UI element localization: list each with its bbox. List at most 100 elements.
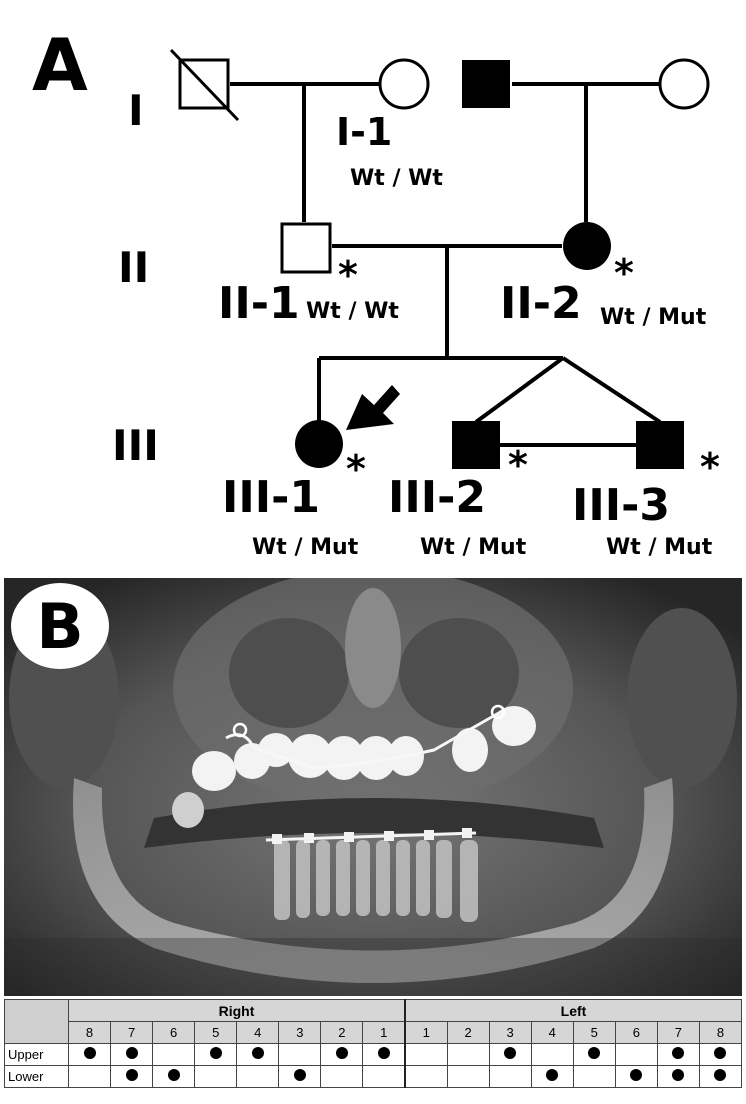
tooth-cell-right <box>236 1065 280 1088</box>
I-1-genotype: Wt / Wt <box>350 166 443 191</box>
panel-b-letter: B <box>11 583 109 669</box>
tooth-present-dot <box>167 1069 180 1081</box>
II-2-label: II-2 <box>500 278 582 329</box>
tooth-present-dot <box>209 1047 222 1059</box>
xray-image <box>4 578 742 996</box>
row-label: Upper <box>4 1043 69 1066</box>
tooth-present-dot <box>630 1069 643 1081</box>
tooth-number-left: 2 <box>446 1021 490 1044</box>
tooth-cell-left <box>530 1043 574 1066</box>
right-side-header: Right <box>68 999 406 1022</box>
tooth-cell-right <box>194 1065 238 1088</box>
tooth-cell-left <box>572 1043 616 1066</box>
tooth-cell-left <box>446 1043 490 1066</box>
II-1-genotype: Wt / Wt <box>306 299 399 324</box>
tooth-cell-right <box>320 1065 364 1088</box>
I-1-label: I-1 <box>336 110 392 154</box>
II-1-label: II-1 <box>218 278 300 329</box>
III-1-genotype: Wt / Mut <box>252 535 359 560</box>
tooth-cell-left <box>488 1065 532 1088</box>
tooth-cell-right <box>320 1043 364 1066</box>
tooth-cell-right <box>278 1065 322 1088</box>
tooth-number-right: 3 <box>278 1021 322 1044</box>
individual-III-2 <box>452 421 500 469</box>
tooth-cell-right <box>67 1065 112 1088</box>
III-1-marker: * <box>346 447 366 491</box>
tooth-number-right: 6 <box>152 1021 196 1044</box>
III-2-marker: * <box>508 443 528 487</box>
tooth-cell-left <box>404 1065 448 1088</box>
generation-label-2: II <box>118 243 149 292</box>
tooth-number-right: 5 <box>194 1021 238 1044</box>
pedigree-lines <box>230 82 662 447</box>
pedigree-chart: A I II III I-1 Wt / Wt * II-1 Wt / Wt * … <box>32 23 720 560</box>
generation-label-1: I <box>128 86 144 135</box>
tooth-number-left: 4 <box>530 1021 574 1044</box>
III-3-genotype: Wt / Mut <box>606 535 713 560</box>
III-3-label: III-3 <box>572 480 670 531</box>
tooth-cell-left <box>572 1065 616 1088</box>
individual-III-1-proband <box>295 420 343 468</box>
tooth-present-dot <box>588 1047 601 1059</box>
tooth-cell-right <box>67 1043 112 1066</box>
tooth-cell-left <box>698 1043 743 1066</box>
tooth-cell-left <box>656 1065 700 1088</box>
individual-I-female-right <box>658 58 710 110</box>
tooth-present-dot <box>714 1047 727 1059</box>
tooth-present-dot <box>377 1047 390 1059</box>
table-side-header-row: Right Left <box>4 999 742 1044</box>
tooth-number-right: 8 <box>67 1021 112 1044</box>
tooth-number-right: 1 <box>362 1021 407 1044</box>
II-1-marker: * <box>338 253 358 297</box>
generation-label-3: III <box>112 421 159 470</box>
tooth-present-dot <box>335 1047 348 1059</box>
individual-I-father-deceased <box>169 48 240 122</box>
tooth-cell-left <box>530 1065 574 1088</box>
tooth-cell-right <box>278 1043 322 1066</box>
individual-II-2 <box>563 222 611 270</box>
tooth-present-dot <box>504 1047 517 1059</box>
tooth-cell-left <box>614 1043 658 1066</box>
tooth-present-dot <box>672 1069 685 1081</box>
tooth-number-left: 7 <box>656 1021 700 1044</box>
tooth-cell-right <box>110 1043 154 1066</box>
tooth-number-right: 2 <box>320 1021 364 1044</box>
panel-a-letter: A <box>32 23 88 107</box>
tooth-cell-right <box>236 1043 280 1066</box>
tooth-cell-right <box>152 1043 196 1066</box>
tooth-cell-right <box>194 1043 238 1066</box>
tooth-number-left: 8 <box>698 1021 743 1044</box>
individual-I-affected-male <box>462 60 510 108</box>
table-row: Lower <box>4 1065 743 1088</box>
tooth-cell-right <box>152 1065 196 1088</box>
III-2-genotype: Wt / Mut <box>420 535 527 560</box>
individual-I-1 <box>378 58 430 110</box>
table-corner <box>4 999 69 1044</box>
tooth-present-dot <box>546 1069 559 1081</box>
tooth-number-left: 1 <box>404 1021 448 1044</box>
II-2-genotype: Wt / Mut <box>600 305 707 330</box>
tooth-present-dot <box>125 1069 138 1081</box>
table-row: Upper <box>4 1043 743 1066</box>
tooth-number-left: 3 <box>488 1021 532 1044</box>
row-label: Lower <box>4 1065 69 1088</box>
tooth-cell-left <box>446 1065 490 1088</box>
tooth-cell-left <box>404 1043 448 1066</box>
tooth-number-left: 5 <box>572 1021 616 1044</box>
panoramic-xray: B <box>4 578 742 996</box>
individual-II-1 <box>280 222 332 274</box>
tooth-cell-left <box>656 1043 700 1066</box>
tooth-cell-right <box>110 1065 154 1088</box>
tooth-cell-left <box>614 1065 658 1088</box>
tooth-cell-left <box>698 1065 743 1088</box>
proband-arrow-icon <box>346 385 400 430</box>
tooth-number-right: 4 <box>236 1021 280 1044</box>
individual-III-3 <box>636 421 684 469</box>
tooth-present-dot <box>293 1069 306 1081</box>
tooth-present-dot <box>672 1047 685 1059</box>
III-1-label: III-1 <box>222 472 320 523</box>
tooth-present-dot <box>125 1047 138 1059</box>
tooth-cell-right <box>362 1065 407 1088</box>
